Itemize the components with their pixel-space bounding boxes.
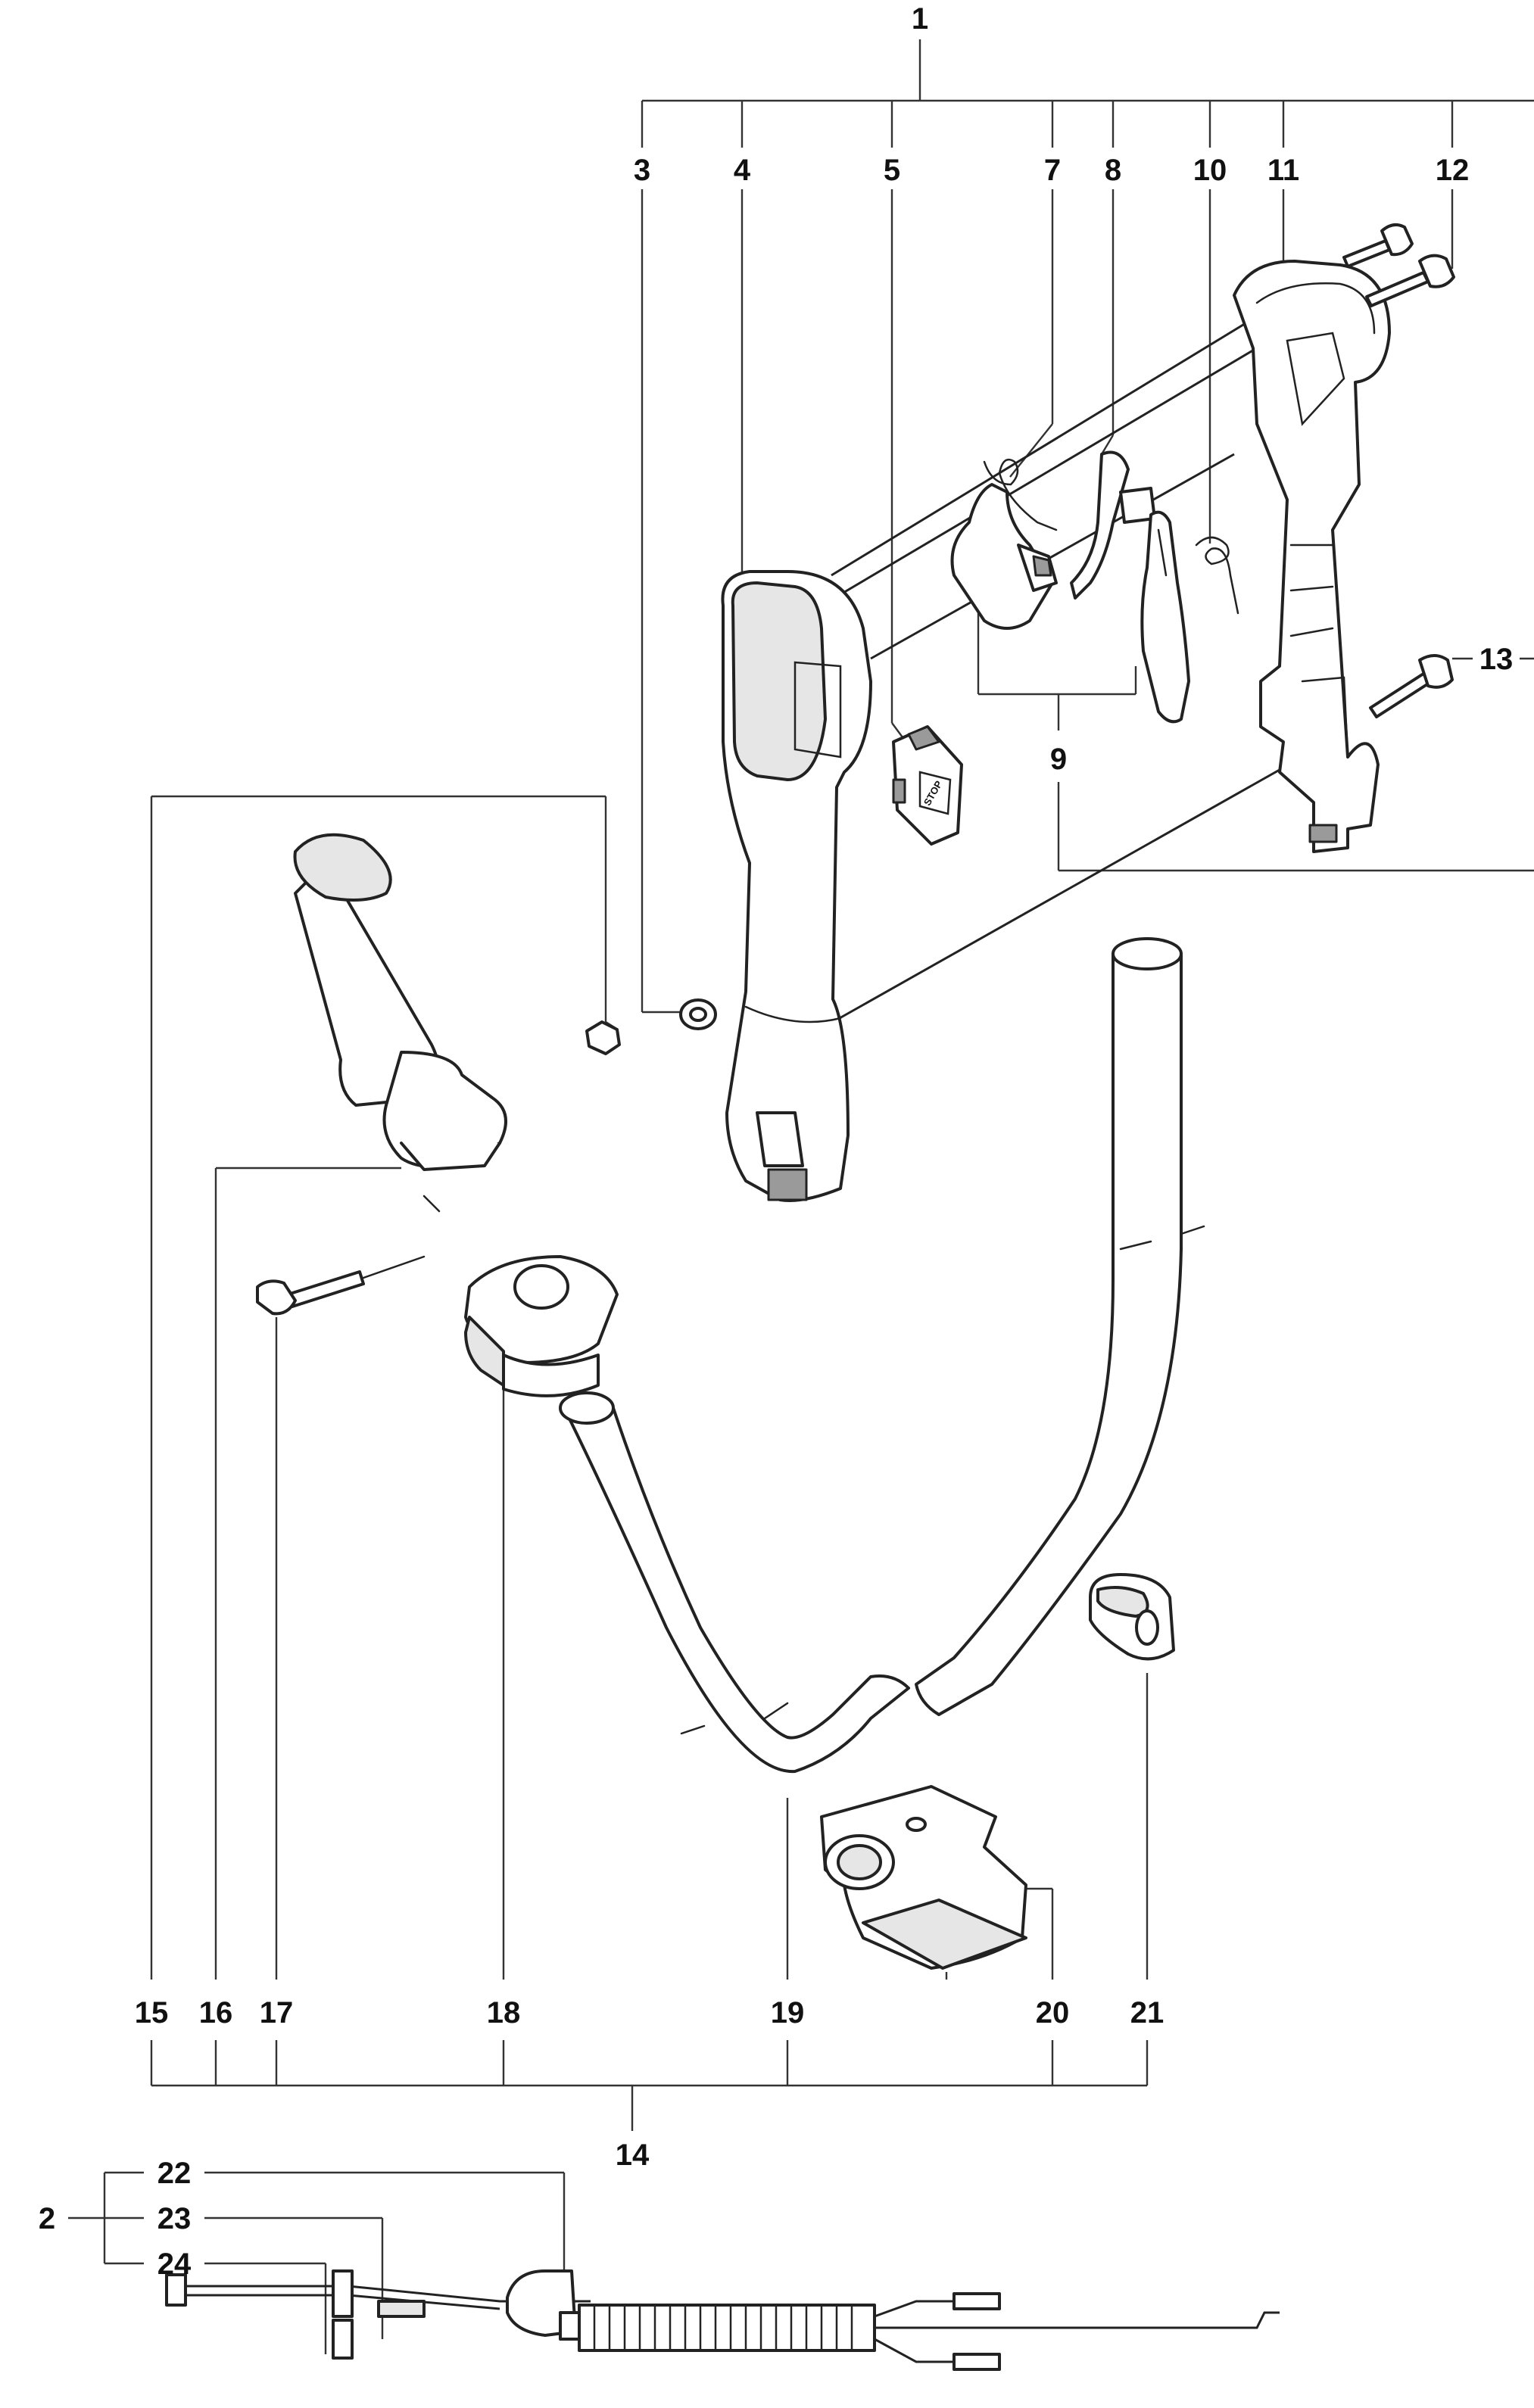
bolt-17 bbox=[256, 1255, 426, 1316]
clamp-18 bbox=[464, 1255, 619, 1397]
callout-7: 7 bbox=[1044, 154, 1061, 187]
callout-12: 12 bbox=[1436, 154, 1470, 187]
screw-12-b bbox=[1365, 254, 1455, 307]
stop-switch: STOP bbox=[892, 725, 963, 846]
callout-4: 4 bbox=[734, 154, 751, 187]
throttle-lockout-lever bbox=[950, 483, 1058, 630]
screw-12-a bbox=[1342, 223, 1414, 268]
callout-11: 11 bbox=[1267, 154, 1299, 187]
callout-2: 2 bbox=[39, 2202, 55, 2235]
callout-17: 17 bbox=[260, 1996, 294, 2030]
callout-19: 19 bbox=[771, 1996, 805, 2030]
callout-8: 8 bbox=[1105, 154, 1121, 187]
nut-3 bbox=[679, 998, 717, 1030]
clip-21 bbox=[1089, 1573, 1175, 1661]
torsion-spring-7 bbox=[983, 458, 1058, 531]
loop-tube-19 bbox=[559, 937, 1205, 1774]
handle-half-right bbox=[1233, 260, 1391, 853]
loop-handle-assembly bbox=[256, 833, 1205, 1970]
handle-half-left bbox=[721, 570, 872, 1202]
bracket-20 bbox=[820, 1785, 1027, 1970]
callout-16: 16 bbox=[199, 1996, 233, 2030]
callout-9: 9 bbox=[1050, 743, 1067, 776]
callout-3: 3 bbox=[634, 154, 650, 187]
throttle-trigger bbox=[1070, 450, 1156, 600]
callout-1: 1 bbox=[912, 2, 928, 36]
callout-22: 22 bbox=[157, 2157, 192, 2190]
callout-13: 13 bbox=[1479, 643, 1514, 676]
callout-5: 5 bbox=[884, 154, 900, 187]
callout-15: 15 bbox=[135, 1996, 169, 2030]
cable-harness bbox=[165, 2269, 1280, 2371]
screw-13 bbox=[1369, 654, 1454, 718]
callout-21: 21 bbox=[1130, 1996, 1165, 2030]
callout-10: 10 bbox=[1193, 154, 1227, 187]
callout-20: 20 bbox=[1036, 1996, 1070, 2030]
callout-labels: 1 2 3 4 5 7 8 9 10 11 12 13 14 15 16 17 … bbox=[39, 2, 1513, 2281]
grip-15 bbox=[293, 833, 507, 1213]
callout-24: 24 bbox=[157, 2248, 192, 2281]
nut-16 bbox=[585, 1020, 621, 1055]
leader-lines bbox=[68, 39, 1534, 2354]
lever-9 bbox=[1140, 510, 1190, 724]
rear-handle-assembly: STOP bbox=[679, 223, 1455, 1202]
callout-14: 14 bbox=[616, 2139, 650, 2172]
callout-18: 18 bbox=[487, 1996, 521, 2030]
spring-10 bbox=[1195, 536, 1239, 615]
callout-23: 23 bbox=[157, 2202, 192, 2235]
